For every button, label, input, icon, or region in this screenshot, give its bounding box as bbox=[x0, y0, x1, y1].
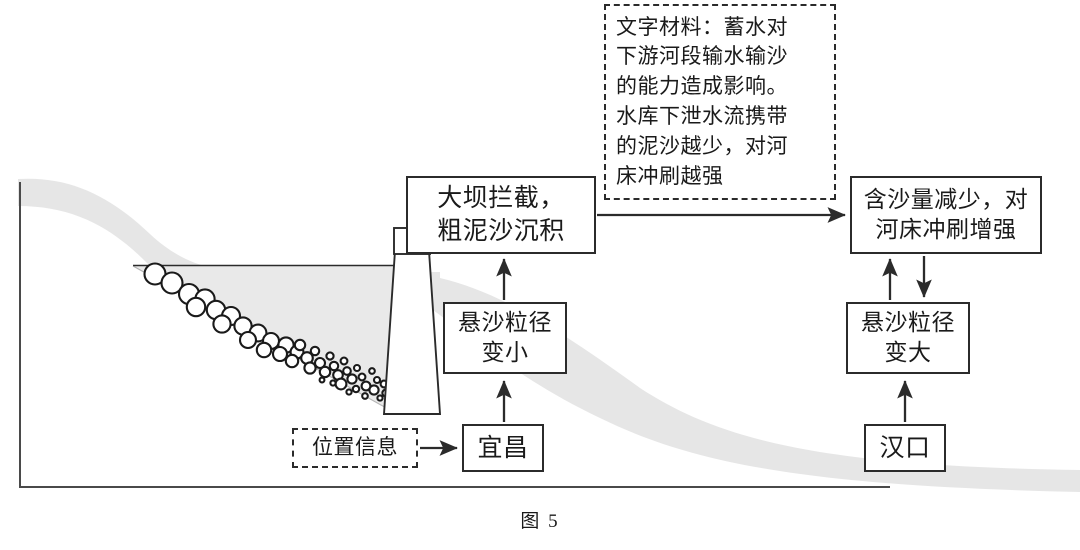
hankou-box: 汉口 bbox=[864, 424, 946, 472]
axis-frame bbox=[19, 182, 890, 488]
downstream-scour-box: 含沙量减少，对 河床冲刷增强 bbox=[850, 176, 1042, 254]
yichang-text: 宜昌 bbox=[477, 434, 529, 462]
suspended-large-text: 悬沙粒径 变大 bbox=[861, 309, 955, 365]
suspended-small-text: 悬沙粒径 变小 bbox=[458, 309, 552, 365]
connector-arrows bbox=[420, 207, 932, 456]
dam-trap-box: 大坝拦截， 粗泥沙沉积 bbox=[406, 176, 596, 254]
material-note-box: 文字材料：蓄水对 下游河段输水输沙 的能力造成影响。 水库下泄水流携带 的泥沙越… bbox=[604, 4, 836, 200]
suspended-large-box: 悬沙粒径 变大 bbox=[846, 302, 970, 374]
figure-caption: 图 5 bbox=[520, 511, 560, 532]
hankou-text: 汉口 bbox=[879, 434, 931, 462]
yichang-box: 宜昌 bbox=[462, 424, 544, 472]
location-info-text: 位置信息 bbox=[312, 435, 398, 460]
location-info-box: 位置信息 bbox=[292, 428, 418, 468]
suspended-small-box: 悬沙粒径 变小 bbox=[443, 302, 567, 374]
material-note-text: 文字材料：蓄水对 下游河段输水输沙 的能力造成影响。 水库下泄水流携带 的泥沙越… bbox=[616, 14, 788, 188]
downstream-scour-text: 含沙量减少，对 河床冲刷增强 bbox=[863, 186, 1029, 242]
dam-trap-text: 大坝拦截， 粗泥沙沉积 bbox=[437, 185, 565, 245]
dam-body bbox=[382, 235, 442, 415]
